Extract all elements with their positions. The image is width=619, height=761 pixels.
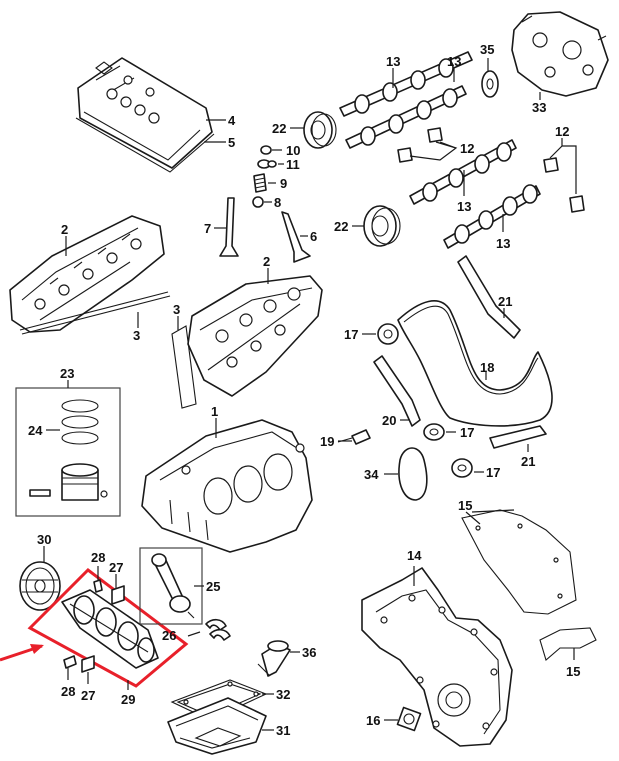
callout-23: 23 — [60, 366, 74, 381]
callout-33: 33 — [532, 100, 546, 115]
cam-phaser-upper[interactable] — [303, 111, 337, 149]
piston-kit-box[interactable] — [15, 387, 121, 517]
chain-tensioner[interactable] — [337, 429, 371, 445]
callout-2-a: 2 — [61, 222, 68, 237]
crank-bearing-27-upper[interactable] — [111, 585, 125, 605]
vvt-housing[interactable] — [511, 11, 609, 97]
crankshaft[interactable] — [61, 589, 159, 669]
cam-sprocket-small[interactable] — [481, 70, 499, 98]
valve-cover-gasket[interactable] — [75, 117, 215, 173]
oil-pickup-tube[interactable] — [257, 640, 291, 677]
callout-24: 24 — [28, 423, 43, 438]
timing-chain-main[interactable] — [397, 300, 553, 427]
crank-pulley[interactable] — [19, 561, 61, 611]
idler-sprocket[interactable] — [377, 323, 399, 345]
crank-bearing-27-lower[interactable] — [81, 655, 95, 673]
chain-tensioner-arm[interactable] — [373, 355, 421, 427]
cam-phaser-lower[interactable] — [363, 205, 401, 247]
crank-key-28-lower[interactable] — [63, 655, 77, 669]
callout-19: 19 — [320, 434, 334, 449]
camshaft-upper[interactable] — [339, 51, 473, 117]
head-gasket-left[interactable] — [19, 291, 171, 335]
cylinder-head-right[interactable] — [187, 275, 323, 397]
intake-valve[interactable] — [219, 197, 239, 257]
callout-29: 29 — [121, 692, 135, 707]
callout-35: 35 — [480, 42, 494, 57]
callout-9: 9 — [280, 176, 287, 191]
callout-27-a: 27 — [109, 560, 123, 575]
callout-22-b: 22 — [334, 219, 348, 234]
oil-pan[interactable] — [167, 697, 267, 755]
callout-28-b: 28 — [61, 684, 75, 699]
valve-retainer[interactable] — [257, 159, 277, 169]
callout-21-b: 21 — [521, 454, 535, 469]
camshaft-lower-2[interactable] — [443, 184, 541, 249]
callout-34: 34 — [364, 467, 379, 482]
callout-31: 31 — [276, 723, 290, 738]
timing-cover-gasket[interactable] — [461, 509, 577, 615]
lifter-pair-right[interactable] — [543, 157, 585, 213]
crank-sprocket-lower[interactable] — [451, 458, 473, 478]
callout-3-a: 3 — [133, 328, 140, 343]
highlight-arrow — [0, 644, 44, 662]
camshaft-upper-2[interactable] — [345, 85, 467, 149]
callout-2-b: 2 — [263, 254, 270, 269]
crank-key-28-upper[interactable] — [93, 579, 103, 593]
callout-8: 8 — [274, 195, 281, 210]
valve-keeper[interactable] — [260, 145, 272, 155]
callout-15-b: 15 — [566, 664, 580, 679]
callout-18: 18 — [480, 360, 494, 375]
callout-6: 6 — [310, 229, 317, 244]
callout-13-d: 13 — [496, 236, 510, 251]
exhaust-valve[interactable] — [281, 211, 311, 263]
callout-3-b: 3 — [173, 302, 180, 317]
callout-16: 16 — [366, 713, 380, 728]
callout-17-a: 17 — [344, 327, 358, 342]
crankshaft-highlight-box — [27, 568, 189, 688]
timing-cover[interactable] — [361, 567, 513, 747]
valve-spring[interactable] — [253, 173, 267, 193]
callout-5: 5 — [228, 135, 235, 150]
valve-seal[interactable] — [252, 196, 264, 208]
callout-12-a: 12 — [460, 141, 474, 156]
callout-17-b: 17 — [460, 425, 474, 440]
lifter-pair[interactable] — [397, 127, 443, 163]
callout-4: 4 — [228, 113, 236, 128]
callout-13-b: 13 — [447, 54, 461, 69]
engine-block[interactable] — [141, 419, 313, 553]
timing-cover-gasket-small[interactable] — [539, 627, 597, 661]
callout-21-a: 21 — [498, 294, 512, 309]
timing-chain-secondary[interactable] — [398, 447, 428, 501]
callout-13-c: 13 — [457, 199, 471, 214]
callout-28-a: 28 — [91, 550, 105, 565]
callout-14: 14 — [407, 548, 422, 563]
crank-sprocket-upper[interactable] — [423, 423, 445, 441]
connecting-rod-box[interactable] — [139, 547, 203, 625]
callout-13-a: 13 — [386, 54, 400, 69]
callout-36: 36 — [302, 645, 316, 660]
callout-20: 20 — [382, 413, 396, 428]
callout-12-b: 12 — [555, 124, 569, 139]
callout-32: 32 — [276, 687, 290, 702]
cylinder-head-left[interactable] — [9, 215, 165, 333]
callout-30: 30 — [37, 532, 51, 547]
callout-17-c: 17 — [486, 465, 500, 480]
callout-10: 10 — [286, 143, 300, 158]
callout-1: 1 — [211, 404, 218, 419]
callout-7: 7 — [204, 221, 211, 236]
timing-chain-guide-lower[interactable] — [489, 425, 547, 449]
callout-25: 25 — [206, 579, 220, 594]
rod-bearings[interactable] — [205, 618, 231, 641]
head-gasket-right[interactable] — [171, 325, 197, 409]
callout-27-b: 27 — [81, 688, 95, 703]
front-crank-seal[interactable] — [396, 706, 422, 732]
camshaft-lower[interactable] — [409, 139, 517, 205]
callout-15-a: 15 — [458, 498, 472, 513]
callout-26: 26 — [162, 628, 176, 643]
callout-22-a: 22 — [272, 121, 286, 136]
valve-cover[interactable] — [77, 57, 213, 169]
callout-11: 11 — [286, 157, 300, 172]
